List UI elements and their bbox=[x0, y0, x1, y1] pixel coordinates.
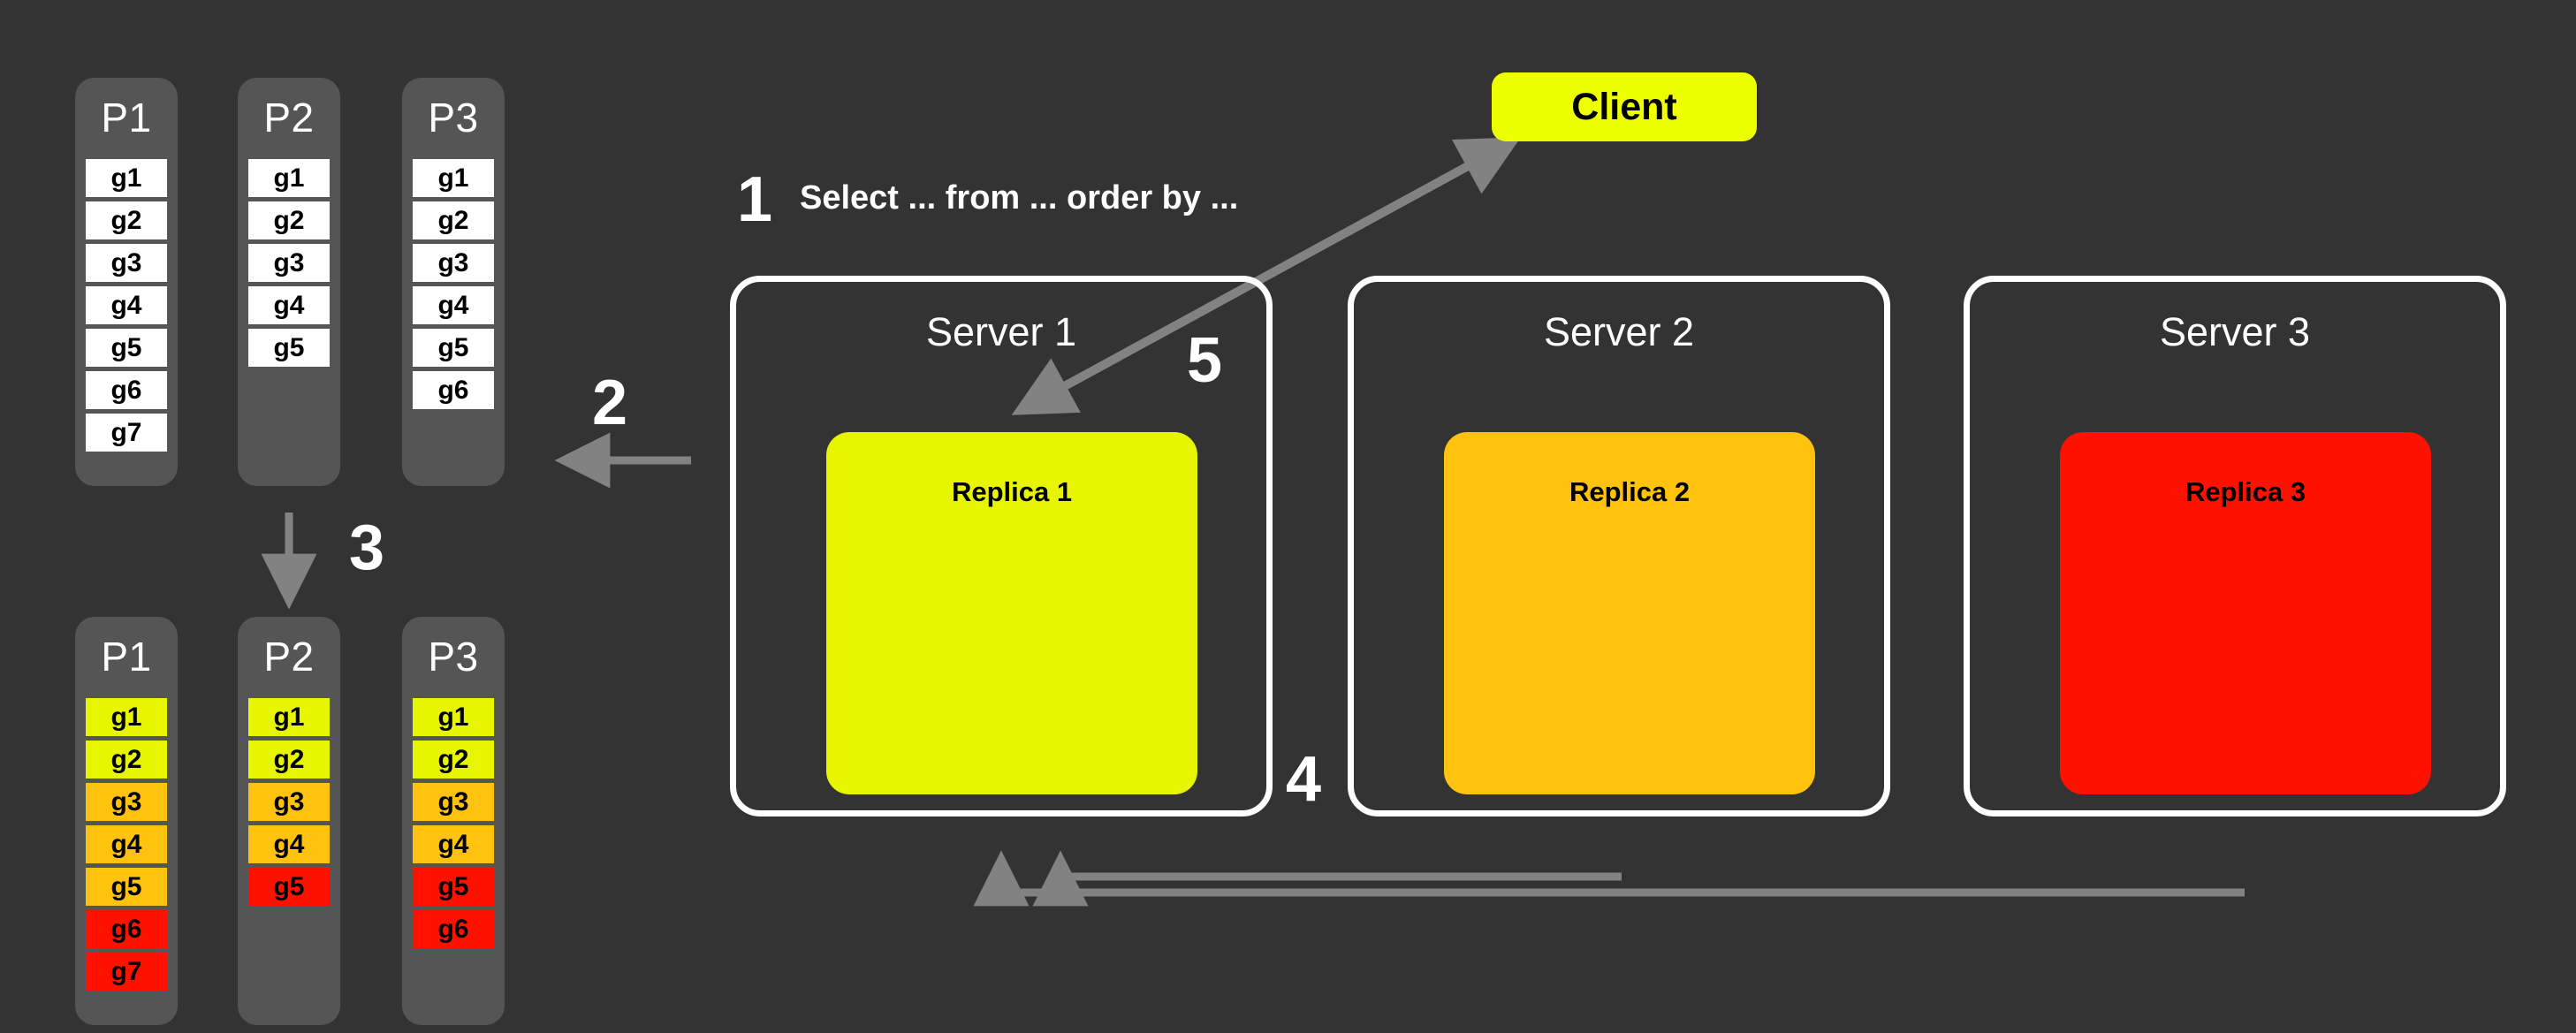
partition-cell-list: g1 g2 g3 g4 g5 g6 bbox=[402, 698, 505, 948]
partition-cell: g2 bbox=[248, 201, 330, 239]
step-number-5: 5 bbox=[1187, 325, 1223, 396]
step-number-2: 2 bbox=[592, 368, 628, 438]
partition-cell: g3 bbox=[413, 783, 494, 821]
query-text: Select ... from ... order by ... bbox=[800, 179, 1239, 216]
partition-cell: g4 bbox=[248, 825, 330, 863]
partition-cell: g2 bbox=[86, 201, 167, 239]
partition-cell: g1 bbox=[413, 698, 494, 736]
server-title: Server 1 bbox=[925, 309, 1077, 354]
partition-title: P1 bbox=[101, 95, 152, 141]
partition-cell: g3 bbox=[86, 244, 167, 282]
partition-cell: g3 bbox=[248, 244, 330, 282]
partition-cell: g5 bbox=[86, 329, 167, 367]
server-box-2[interactable]: Server 2 Replica 2 bbox=[1348, 276, 1890, 817]
partition-panel-p3-after[interactable]: P3 g1 g2 g3 g4 g5 g6 bbox=[402, 617, 505, 1025]
partition-cell: g4 bbox=[86, 825, 167, 863]
partition-cell-list: g1 g2 g3 g4 g5 bbox=[238, 698, 340, 906]
server-box-1[interactable]: Server 1 Replica 1 bbox=[730, 276, 1273, 817]
partition-cell: g6 bbox=[413, 910, 494, 948]
partition-cell: g3 bbox=[413, 244, 494, 282]
partition-cell: g7 bbox=[86, 953, 167, 991]
partition-cell: g5 bbox=[248, 868, 330, 906]
partition-cell: g6 bbox=[86, 371, 167, 409]
step-number-1: 1 bbox=[737, 164, 773, 235]
replica-box-1[interactable]: Replica 1 bbox=[826, 432, 1197, 794]
partition-title: P1 bbox=[101, 634, 152, 680]
partition-cell: g1 bbox=[86, 698, 167, 736]
server-title: Server 2 bbox=[1543, 309, 1695, 354]
client-box[interactable]: Client bbox=[1492, 72, 1757, 141]
partition-cell: g2 bbox=[413, 201, 494, 239]
partition-panel-p3-before[interactable]: P3 g1 g2 g3 g4 g5 g6 bbox=[402, 78, 505, 486]
partition-title: P3 bbox=[428, 634, 479, 680]
partition-cell-list: g1 g2 g3 g4 g5 g6 g7 bbox=[75, 159, 178, 452]
partition-cell: g4 bbox=[248, 286, 330, 324]
replica-box-3[interactable]: Replica 3 bbox=[2060, 432, 2431, 794]
replica-label: Replica 2 bbox=[1569, 476, 1691, 507]
partition-cell: g5 bbox=[86, 868, 167, 906]
partition-cell: g3 bbox=[86, 783, 167, 821]
arrow-step-4-server3 bbox=[973, 850, 2245, 907]
partition-cell-list: g1 g2 g3 g4 g5 bbox=[238, 159, 340, 367]
arrow-step-4-server2 bbox=[1032, 850, 1622, 907]
step-number-3: 3 bbox=[349, 513, 385, 583]
partition-cell: g2 bbox=[86, 741, 167, 779]
partition-panel-p2-before[interactable]: P2 g1 g2 g3 g4 g5 bbox=[238, 78, 340, 486]
partition-title: P2 bbox=[263, 95, 315, 141]
partition-cell: g5 bbox=[413, 329, 494, 367]
partition-panel-p2-after[interactable]: P2 g1 g2 g3 g4 g5 bbox=[238, 617, 340, 1025]
partition-cell: g6 bbox=[413, 371, 494, 409]
partition-panel-p1-after[interactable]: P1 g1 g2 g3 g4 g5 g6 g7 bbox=[75, 617, 178, 1025]
partition-title: P2 bbox=[263, 634, 315, 680]
replica-label: Replica 3 bbox=[2185, 476, 2306, 507]
partition-cell: g2 bbox=[248, 741, 330, 779]
partition-cell: g1 bbox=[248, 698, 330, 736]
client-label: Client bbox=[1571, 85, 1677, 128]
server-title: Server 3 bbox=[2159, 309, 2311, 354]
replica-box-2[interactable]: Replica 2 bbox=[1444, 432, 1815, 794]
partition-cell: g7 bbox=[86, 414, 167, 452]
partition-cell: g3 bbox=[248, 783, 330, 821]
partition-cell: g2 bbox=[413, 741, 494, 779]
partition-cell: g1 bbox=[248, 159, 330, 197]
replica-label: Replica 1 bbox=[951, 476, 1073, 507]
partition-cell-list: g1 g2 g3 g4 g5 g6 g7 bbox=[75, 698, 178, 991]
partition-cell: g4 bbox=[413, 286, 494, 324]
partition-cell: g5 bbox=[248, 329, 330, 367]
step-number-4: 4 bbox=[1286, 744, 1322, 815]
server-box-3[interactable]: Server 3 Replica 3 bbox=[1964, 276, 2506, 817]
partition-panel-p1-before[interactable]: P1 g1 g2 g3 g4 g5 g6 g7 bbox=[75, 78, 178, 486]
partition-cell-list: g1 g2 g3 g4 g5 g6 bbox=[402, 159, 505, 409]
partition-cell: g1 bbox=[86, 159, 167, 197]
partition-cell: g4 bbox=[86, 286, 167, 324]
partition-cell: g1 bbox=[413, 159, 494, 197]
partition-cell: g4 bbox=[413, 825, 494, 863]
partition-cell: g5 bbox=[413, 868, 494, 906]
partition-cell: g6 bbox=[86, 910, 167, 948]
partition-title: P3 bbox=[428, 95, 479, 141]
